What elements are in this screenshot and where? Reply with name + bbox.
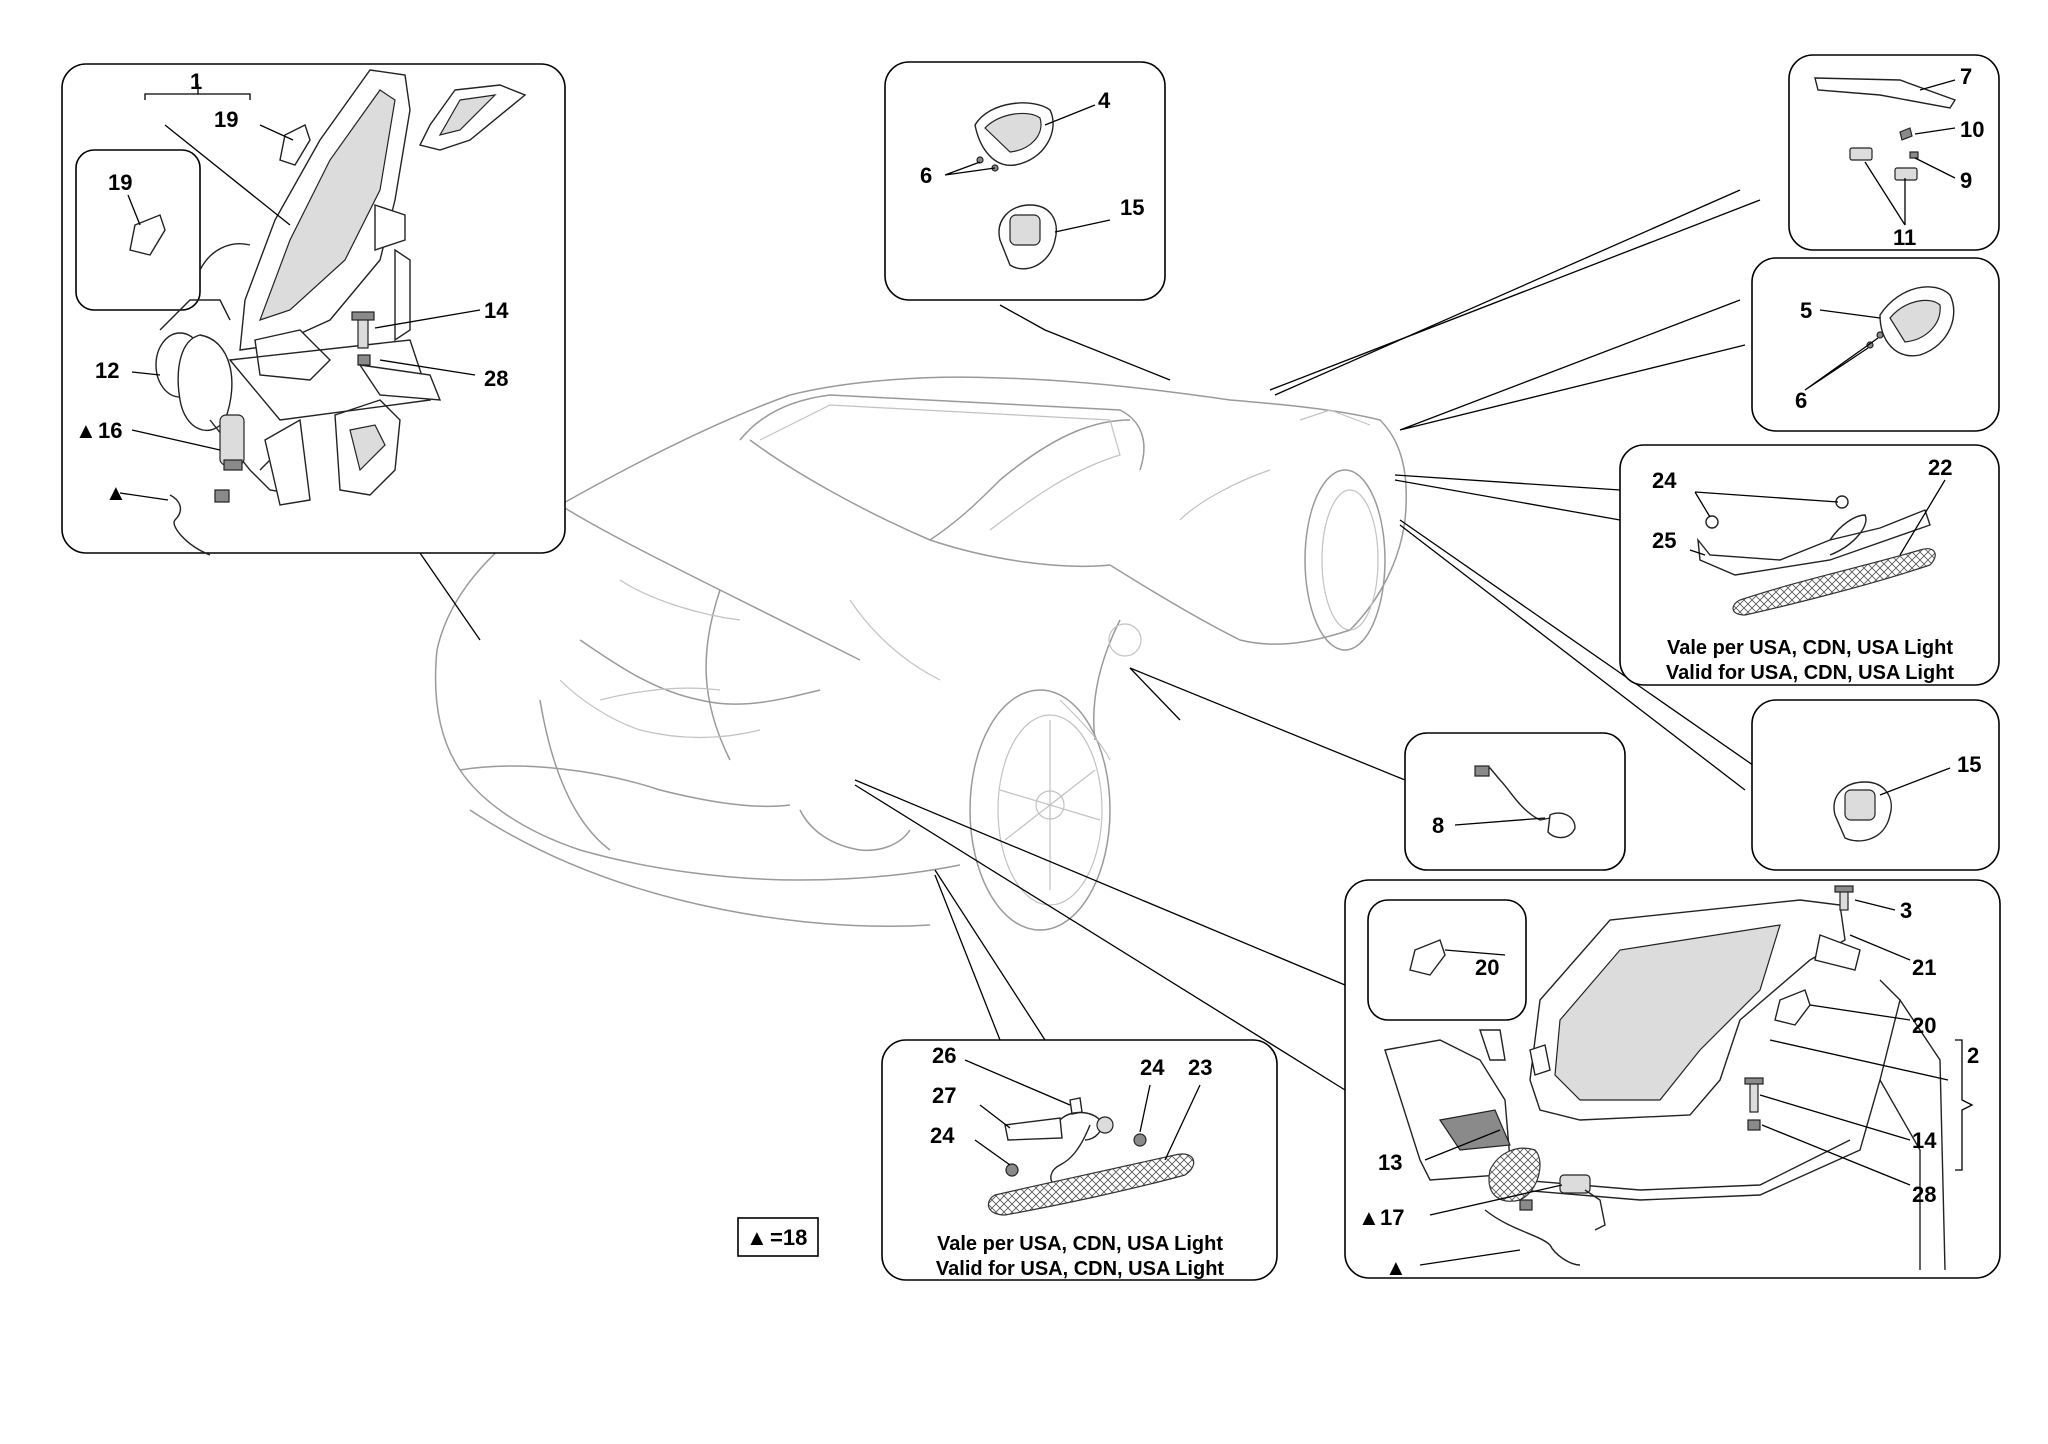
box-side-lamp	[884, 61, 1166, 301]
validity-notes: Vale per USA, CDN, USA Light Valid for U…	[936, 637, 1954, 1280]
callout-labels: 1 19 19 14 28 12 ▲ 16 ▲ 4 6 15 7 10 9 11…	[75, 64, 1984, 1280]
box-bulb-15	[1751, 699, 2000, 871]
callout-24-c: 24	[930, 1123, 955, 1148]
box-lamp-5	[1751, 257, 2000, 432]
box-side-reflector-usa-rear	[1619, 444, 2000, 686]
callout-23: 23	[1188, 1055, 1212, 1080]
callout-7: 7	[1960, 64, 1972, 89]
callout-12: 12	[95, 358, 119, 383]
box-sensor-8	[1404, 732, 1626, 871]
note-bottom-english: Valid for USA, CDN, USA Light	[936, 1258, 1224, 1280]
callout-24-b: 24	[1140, 1055, 1165, 1080]
callout-triangle-b: ▲	[1385, 1255, 1407, 1280]
leader-lines-main	[359, 189, 1761, 1091]
callout-6-b: 6	[1795, 388, 1807, 413]
callout-11: 11	[1893, 225, 1916, 250]
box-side-reflector-usa-front	[881, 1039, 1278, 1281]
callout-28-a: 28	[484, 366, 508, 391]
callout-19-a: 19	[214, 107, 238, 132]
callout-27: 27	[932, 1083, 956, 1108]
callout-1: 1	[190, 69, 202, 94]
callout-3: 3	[1900, 898, 1912, 923]
callout-20-b: 20	[1912, 1013, 1936, 1038]
note-bottom-italian: Vale per USA, CDN, USA Light	[937, 1233, 1223, 1255]
callout-22: 22	[1928, 455, 1952, 480]
callout-16-triangle: ▲	[75, 418, 97, 443]
box-headlight-assembly	[1344, 879, 2001, 1279]
callout-17: 17	[1380, 1205, 1404, 1230]
box-rear-light-assembly	[61, 63, 566, 556]
callout-14-b: 14	[1912, 1128, 1937, 1153]
car-outline	[434, 376, 1408, 931]
callout-20-a: 20	[1475, 955, 1499, 980]
note-top-right-english: Valid for USA, CDN, USA Light	[1666, 662, 1954, 684]
callout-leaders	[119, 79, 1974, 1266]
callout-15-a: 15	[1120, 195, 1144, 220]
callout-2: 2	[1967, 1043, 1979, 1068]
callout-19-b: 19	[108, 170, 132, 195]
callout-21: 21	[1912, 955, 1936, 980]
legend-box: ▲ =18	[737, 1217, 819, 1257]
callout-13: 13	[1378, 1150, 1402, 1175]
legend-triangle-icon: ▲	[746, 1225, 768, 1250]
note-top-right-italian: Vale per USA, CDN, USA Light	[1667, 637, 1953, 659]
callout-15-b: 15	[1957, 752, 1981, 777]
box-third-brake-light	[1788, 54, 2000, 251]
callout-14-a: 14	[484, 298, 509, 323]
callout-9: 9	[1960, 168, 1972, 193]
legend-text: =18	[770, 1225, 807, 1250]
callout-16: 16	[98, 418, 122, 443]
callout-6-a: 6	[920, 163, 932, 188]
callout-17-triangle: ▲	[1358, 1205, 1380, 1230]
callout-28-b: 28	[1912, 1182, 1936, 1207]
callout-24-a: 24	[1652, 468, 1677, 493]
callout-10: 10	[1960, 117, 1984, 142]
callout-triangle-a: ▲	[105, 480, 127, 505]
callout-25: 25	[1652, 528, 1676, 553]
callout-5: 5	[1800, 298, 1812, 323]
callout-4: 4	[1098, 88, 1111, 113]
callout-8: 8	[1432, 813, 1444, 838]
callout-26: 26	[932, 1043, 956, 1068]
